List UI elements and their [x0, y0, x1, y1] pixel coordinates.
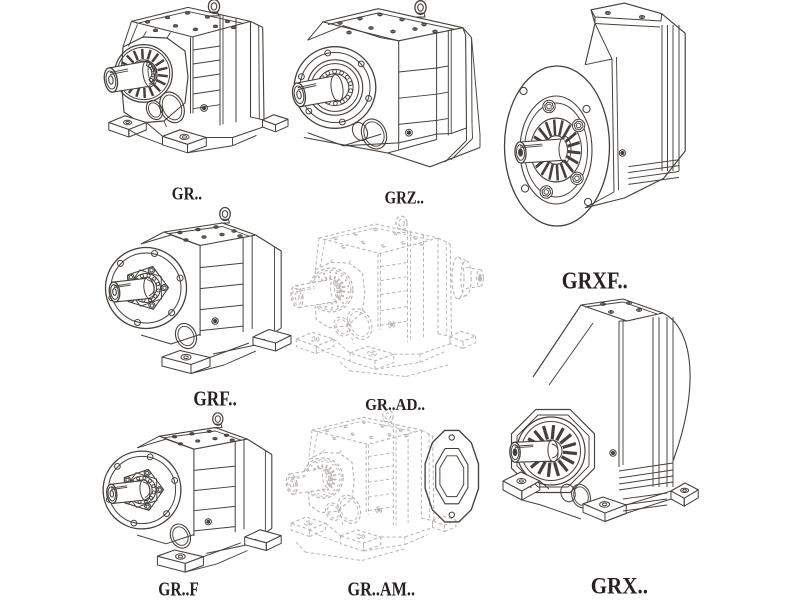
svg-text:GR..F: GR..F: [158, 579, 199, 600]
svg-text:GRZ..: GRZ..: [385, 187, 424, 207]
svg-text:GRX..: GRX..: [591, 573, 648, 599]
svg-text:GR..AD..: GR..AD..: [365, 395, 425, 414]
svg-text:GR..: GR..: [172, 183, 202, 203]
svg-text:GRF..: GRF..: [193, 387, 236, 410]
svg-text:GR..AM..: GR..AM..: [348, 579, 416, 600]
svg-text:GRXF..: GRXF..: [562, 268, 628, 294]
